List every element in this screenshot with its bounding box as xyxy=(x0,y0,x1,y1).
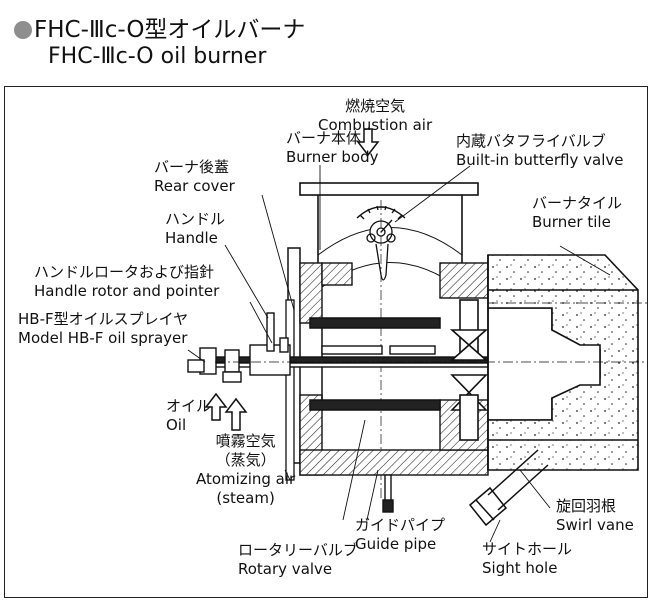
title-jp: FHC-Ⅲc-O型オイルバーナ xyxy=(14,10,305,44)
title-en: FHC-Ⅲc-O oil burner xyxy=(48,44,267,69)
burner-tile xyxy=(487,254,639,471)
handle-icon xyxy=(266,312,289,353)
swirl-vane-icon xyxy=(449,299,489,441)
burner-body-shell xyxy=(299,262,489,476)
leader-lines xyxy=(187,165,611,543)
diagram-frame xyxy=(4,86,648,598)
label-atomizing-air: 噴霧空気（蒸気）Atomizing air(steam) xyxy=(196,432,296,507)
oil-sprayer-tube xyxy=(199,344,553,376)
oil-inlet-fittings xyxy=(187,359,242,383)
flow-arrows xyxy=(204,128,380,431)
sight-hole-icon xyxy=(468,449,549,527)
title-area: FHC-Ⅲc-O型オイルバーナ FHC-Ⅲc-O oil burner xyxy=(0,0,657,86)
rotary-valve-cylinder xyxy=(309,317,441,411)
guide-pipe-stem xyxy=(382,474,394,513)
air-inlet-duct xyxy=(299,182,479,263)
bullet-icon xyxy=(14,21,32,39)
